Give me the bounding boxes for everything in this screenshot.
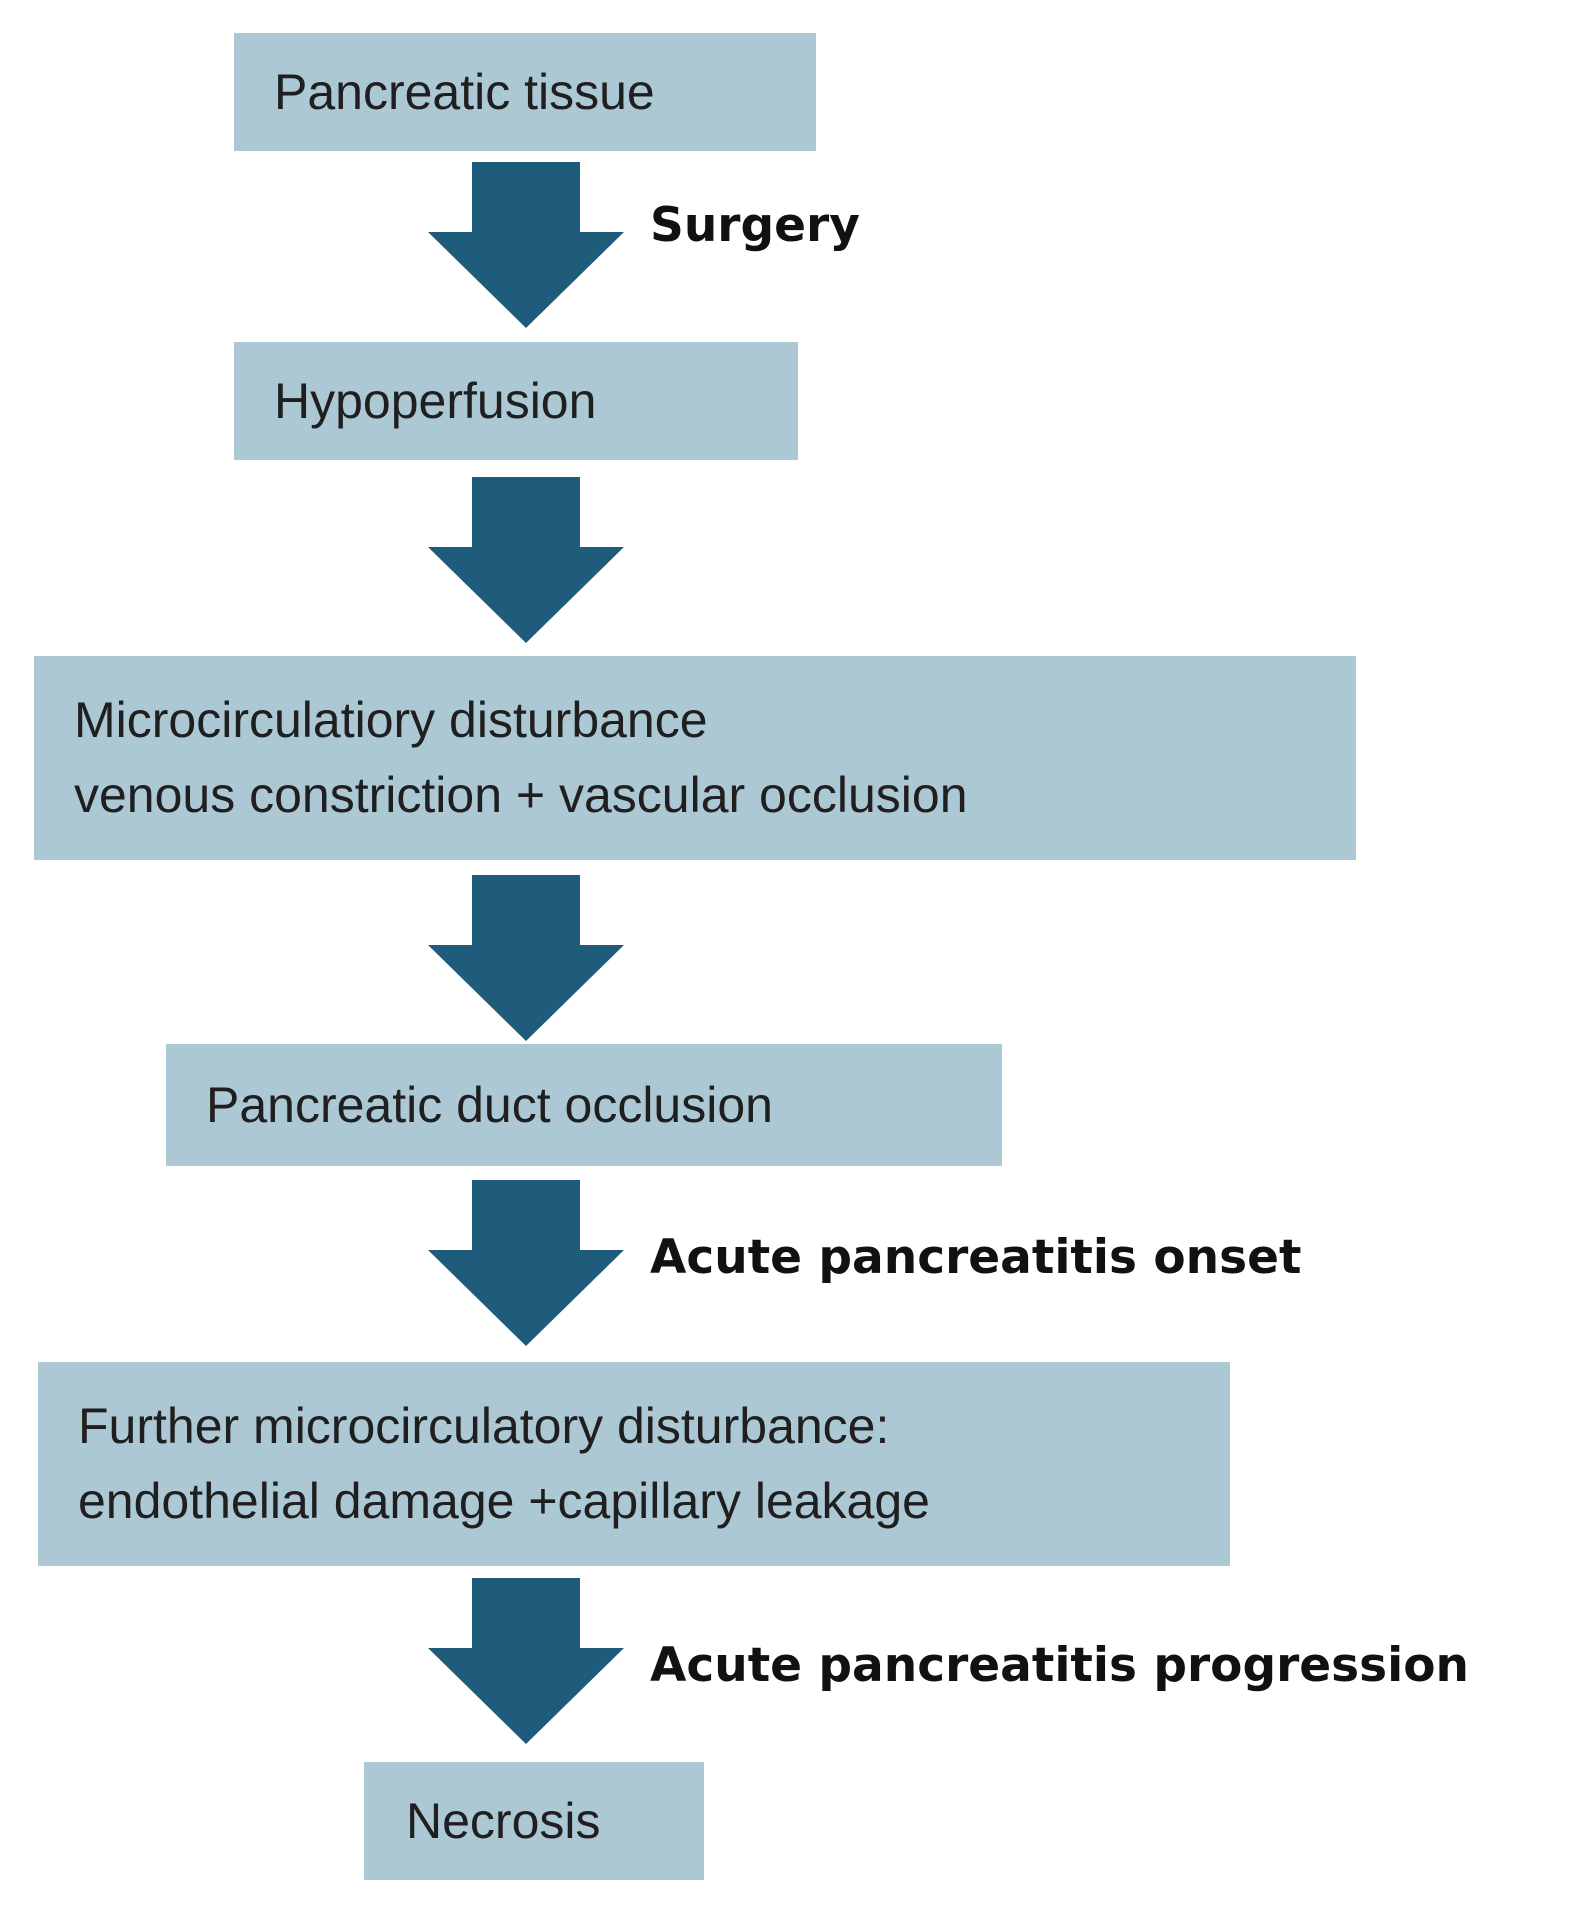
edge-label-progression: Acute pancreatitis progression — [650, 1638, 1469, 1693]
node-microcirculatory-line-1: Microcirculatiory disturbance — [74, 692, 708, 748]
node-microcirculatory-line-2: venous constriction + vascular occlusion — [74, 767, 968, 823]
node-pancreatic-duct-occlusion: Pancreatic duct occlusion — [166, 1044, 1002, 1166]
node-hypoperfusion-text: Hypoperfusion — [274, 372, 597, 429]
down-arrow-icon — [428, 1180, 624, 1346]
down-arrow-icon — [428, 875, 624, 1041]
node-necrosis: Necrosis — [364, 1762, 704, 1880]
node-further-microcirculatory-disturbance: Further microcirculatory disturbance: en… — [38, 1362, 1230, 1566]
node-pancreatic-tissue: Pancreatic tissue — [234, 33, 816, 151]
edge-label-onset: Acute pancreatitis onset — [650, 1230, 1302, 1285]
node-duct-occlusion-text: Pancreatic duct occlusion — [206, 1076, 773, 1133]
edge-label-surgery: Surgery — [650, 198, 860, 253]
node-pancreatic-tissue-text: Pancreatic tissue — [274, 63, 655, 120]
down-arrow-icon — [428, 477, 624, 643]
node-further-micro-line-2: endothelial damage +capillary leakage — [78, 1473, 930, 1529]
node-hypoperfusion: Hypoperfusion — [234, 342, 798, 460]
down-arrow-icon — [428, 162, 624, 328]
node-necrosis-text: Necrosis — [406, 1792, 601, 1849]
node-further-micro-line-1: Further microcirculatory disturbance: — [78, 1398, 890, 1454]
node-microcirculatory-disturbance: Microcirculatiory disturbance venous con… — [34, 656, 1356, 860]
down-arrow-icon — [428, 1578, 624, 1744]
